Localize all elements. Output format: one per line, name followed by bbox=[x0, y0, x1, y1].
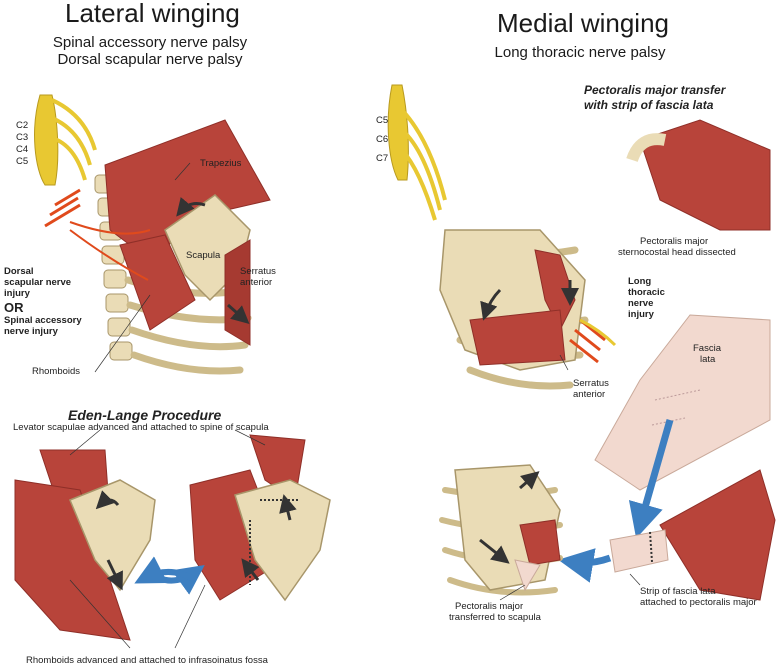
label-long-3: nerve bbox=[628, 298, 654, 309]
pectoralis-transfer-title-1: Pectoralis major transfer bbox=[584, 83, 726, 97]
label-serratus-2: anterior bbox=[240, 277, 273, 288]
label-serratus-1: Serratus bbox=[240, 266, 276, 277]
eden-lange-title: Eden-Lange Procedure bbox=[68, 407, 222, 423]
label-long-1: Long bbox=[628, 276, 652, 287]
nerve-root-c7: C7 bbox=[376, 153, 389, 164]
label-rhomboids-advanced: Rhomboids advanced and attached to infra… bbox=[26, 655, 268, 666]
eden-lange-illustration bbox=[14, 429, 331, 649]
ribcage-transfer-illustration bbox=[439, 464, 563, 601]
pectoralis-strip-illustration bbox=[558, 469, 776, 601]
label-trapezius: Trapezius bbox=[200, 158, 242, 169]
medial-subtitle: Long thoracic nerve palsy bbox=[494, 44, 666, 61]
label-transferred-2: transferred to scapula bbox=[449, 612, 541, 623]
lateral-spine-illustration bbox=[34, 94, 271, 375]
nerve-root-c4: C4 bbox=[16, 144, 29, 155]
label-dorsal-1: Dorsal bbox=[4, 266, 34, 277]
label-levator: Levator scapulae advanced and attached t… bbox=[13, 422, 269, 433]
label-medial-serratus-1: Serratus bbox=[573, 378, 609, 389]
pectoralis-illustration bbox=[626, 119, 771, 231]
medial-spine-illustration bbox=[387, 84, 617, 390]
label-transferred-1: Pectoralis major bbox=[455, 601, 524, 612]
label-strip-1: Strip of fascia lata bbox=[640, 586, 716, 597]
label-rhomboids: Rhomboids bbox=[32, 366, 81, 377]
pectoralis-transfer-title-2: with strip of fascia lata bbox=[584, 98, 714, 112]
label-dorsal-3: injury bbox=[4, 288, 30, 299]
label-scapula: Scapula bbox=[186, 250, 221, 261]
lateral-subtitle-2: Dorsal scapular nerve palsy bbox=[57, 51, 243, 68]
nerve-root-c5-medial: C5 bbox=[376, 115, 389, 126]
label-dissected-2: sternocostal head dissected bbox=[618, 247, 736, 258]
nerve-root-c6: C6 bbox=[376, 134, 389, 145]
label-spinal-1: Spinal accessory bbox=[4, 315, 82, 326]
label-medial-serratus-2: anterior bbox=[573, 389, 606, 400]
lateral-title: Lateral winging bbox=[65, 0, 240, 28]
fascia-lata-illustration bbox=[594, 314, 771, 539]
nerve-root-c5: C5 bbox=[16, 156, 29, 167]
nerve-root-c3: C3 bbox=[16, 132, 29, 143]
label-dissected-1: Pectoralis major bbox=[640, 236, 709, 247]
label-or: OR bbox=[4, 300, 24, 315]
label-long-2: thoracic bbox=[628, 287, 665, 298]
label-long-4: injury bbox=[628, 309, 654, 320]
label-strip-2: attached to pectoralis major bbox=[640, 597, 757, 608]
lateral-subtitle-1: Spinal accessory nerve palsy bbox=[52, 34, 248, 51]
label-fascia-1: Fascia bbox=[693, 343, 721, 354]
label-fascia-2: lata bbox=[700, 354, 716, 365]
medial-title: Medial winging bbox=[497, 8, 669, 38]
nerve-root-c2: C2 bbox=[16, 120, 29, 131]
label-dorsal-2: scapular nerve bbox=[4, 277, 72, 288]
label-spinal-2: nerve injury bbox=[4, 326, 58, 337]
